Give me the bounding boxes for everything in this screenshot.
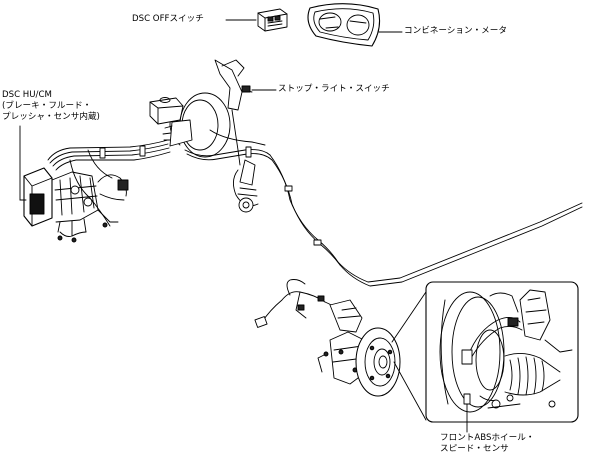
brake-booster-assembly bbox=[149, 59, 253, 166]
zoom-line-bottom bbox=[393, 361, 427, 421]
front-abs-sensor-label-line1: フロントABSホイール・ bbox=[440, 433, 535, 443]
dsc-hu-cm-label-line1: DSC HU/CM bbox=[2, 90, 52, 100]
abs-sensor-detail-inset bbox=[425, 281, 579, 426]
zoom-line-top bbox=[391, 285, 431, 343]
combination-meter-label: コンビネーション・メータ bbox=[404, 26, 507, 36]
brake-pipes bbox=[47, 129, 583, 287]
dsc-hu-cm-label-line2: (ブレーキ・フルード・ bbox=[2, 101, 92, 111]
stop-light-switch-label: ストップ・ライト・スイッチ bbox=[278, 84, 390, 94]
dsc-off-switch-label: DSC OFFスイッチ bbox=[132, 14, 204, 24]
front-brake-assembly bbox=[254, 279, 401, 397]
dsc-off-switch-part bbox=[257, 8, 288, 32]
dsc-hu-cm-label-line3: プレッシャ・センサ内蔵) bbox=[2, 112, 100, 122]
dsc-hu-cm-part bbox=[23, 167, 129, 243]
front-abs-sensor-label-line2: スピード・センサ bbox=[440, 444, 509, 454]
combination-meter-part bbox=[307, 3, 381, 47]
